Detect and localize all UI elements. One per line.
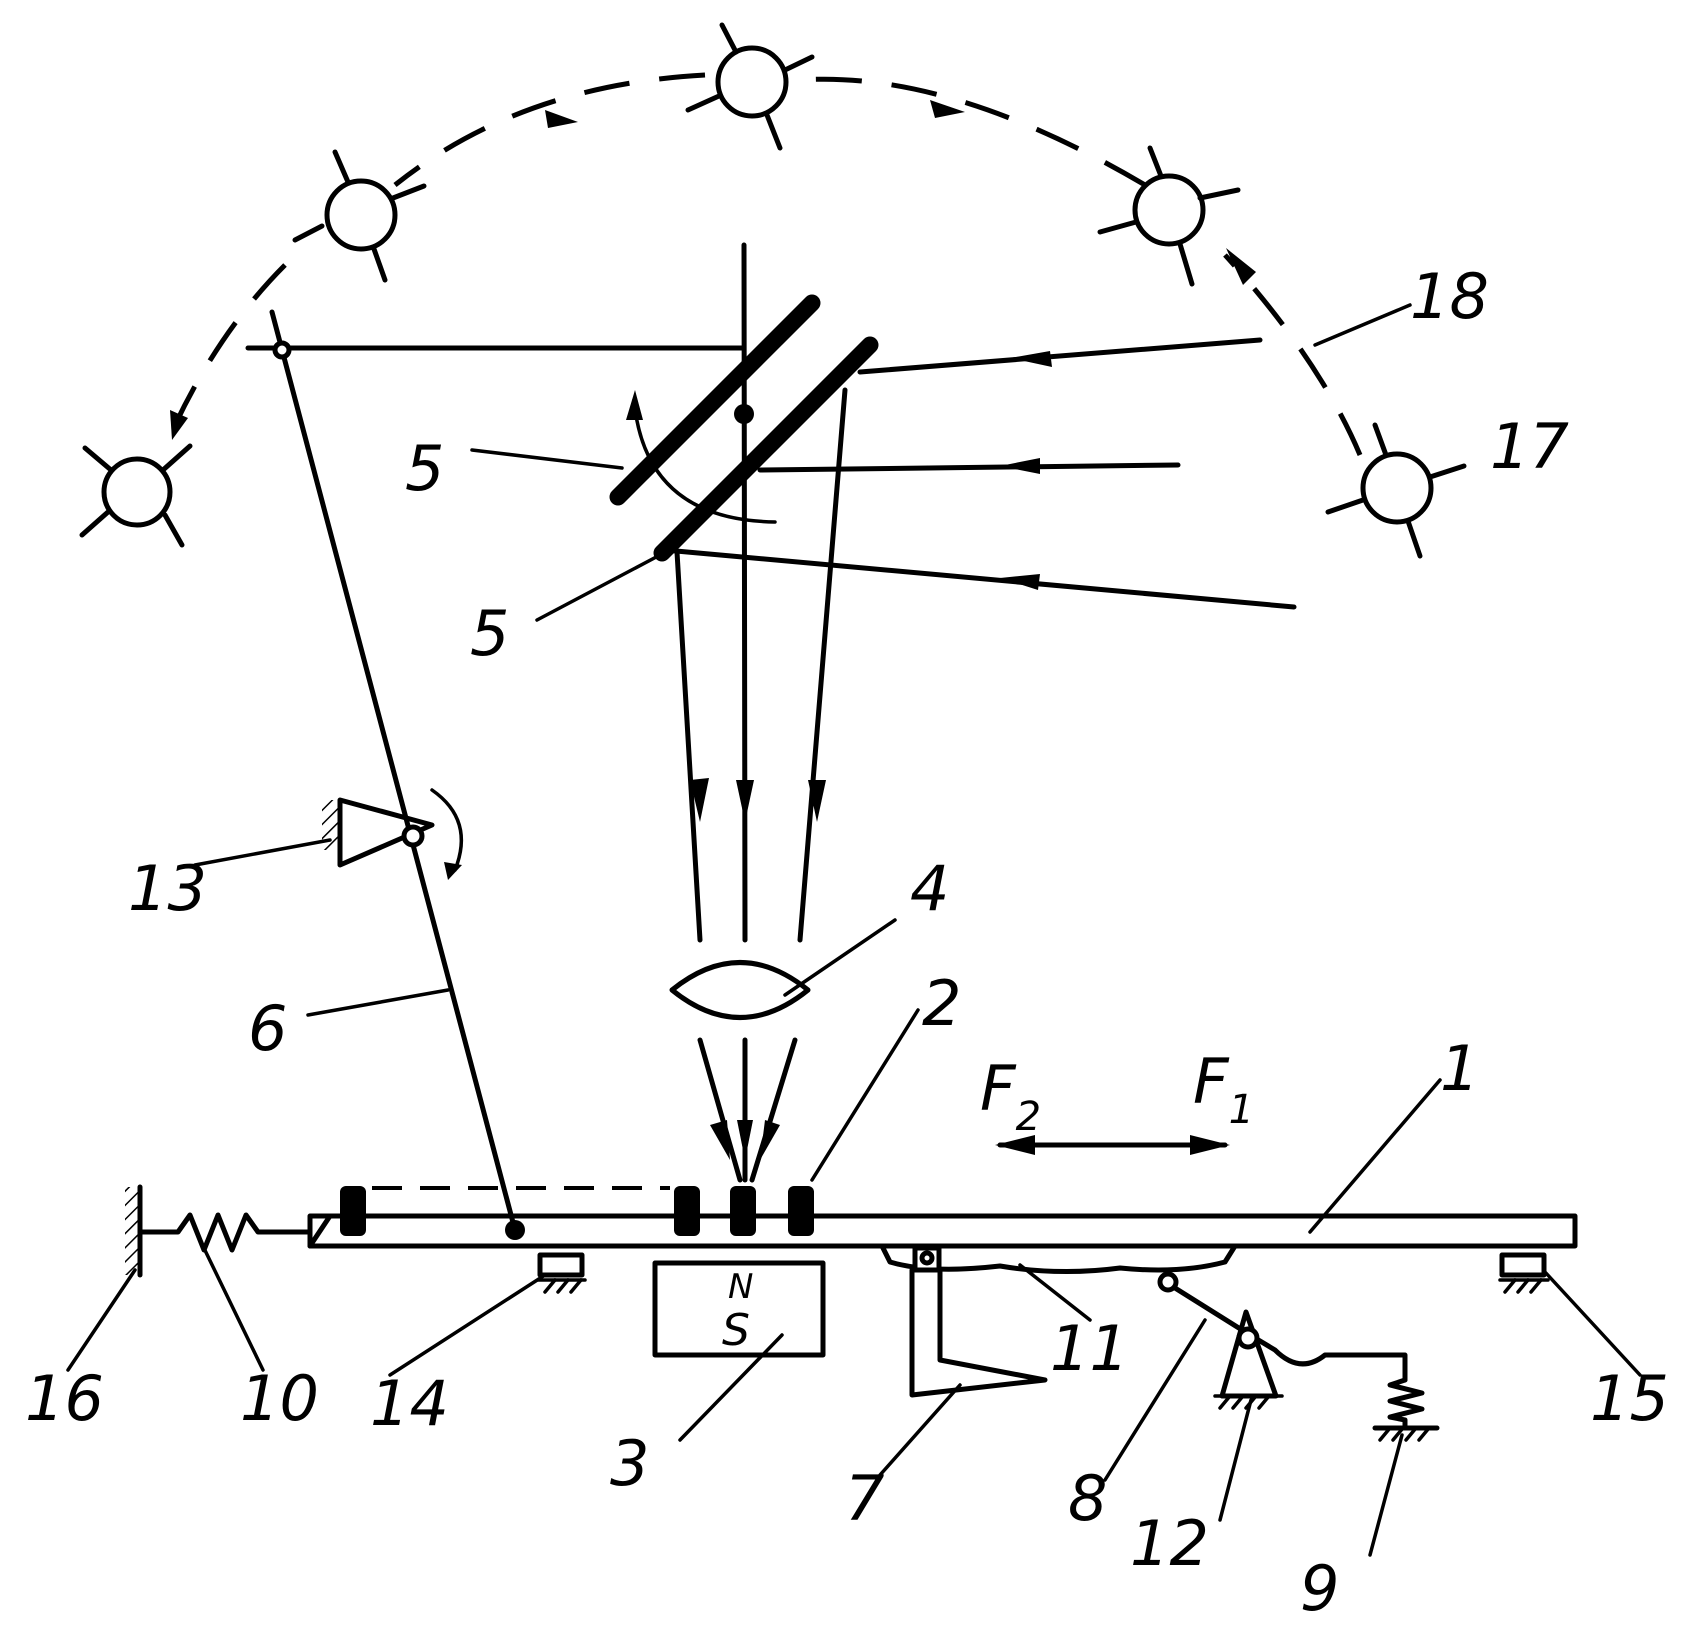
force-arrows [995,1135,1230,1155]
label-7: 7 [845,1462,884,1535]
return-spring [1372,1377,1440,1442]
svg-text:F2: F2 [980,1052,1041,1140]
svg-text:F1: F1 [1193,1045,1254,1133]
label-8: 8 [1068,1462,1107,1535]
spring [137,1212,313,1253]
label-1: 1 [1440,1032,1479,1105]
label-3: 3 [610,1427,649,1500]
label-4: 4 [910,852,949,925]
incoming-rays [662,337,1297,610]
label-9: 9 [1300,1552,1339,1625]
force-f1-letter: F [1193,1045,1230,1118]
link-rod [245,309,747,1240]
label-2: 2 [922,967,961,1040]
force-f2-letter: F [980,1052,1017,1125]
sun-icon-5 [1325,422,1467,559]
mirror-rear [653,336,879,562]
lever-pivot [1213,1309,1284,1410]
label-15: 15 [1590,1362,1669,1435]
moving-bar [307,1213,1578,1249]
label-10: 10 [240,1362,319,1435]
sun-icon-3 [685,22,815,151]
force-f1-subscript: 1 [1229,1087,1254,1133]
reflected-rays [674,242,848,943]
mirror-front [609,294,821,506]
sun-icon-2 [292,149,427,283]
label-6: 6 [248,992,287,1065]
label-16: 16 [25,1362,104,1435]
stop-left [536,1252,587,1294]
sun-icon-1 [79,443,193,548]
leader-lines [66,303,1642,1557]
absorber-elements [340,1186,814,1236]
lens [669,960,811,1020]
magnet-north-label: N [728,1267,753,1307]
force-f2-label: F2 [980,1052,1041,1140]
label-11: 11 [1050,1312,1129,1385]
force-f1-label: F1 [1193,1045,1254,1133]
sun-path [170,72,1363,456]
stop-right [1498,1252,1550,1294]
label-13: 13 [128,852,207,925]
label-5-lower: 5 [470,597,509,670]
label-17: 17 [1490,410,1569,483]
lever [1157,1271,1408,1383]
force-f2-subscript: 2 [1016,1094,1041,1140]
magnet: N S [652,1260,826,1358]
label-18: 18 [1410,260,1489,333]
label-5-upper: 5 [405,432,444,505]
sun-icon-4 [1097,145,1241,287]
label-14: 14 [370,1367,449,1440]
label-12: 12 [1130,1507,1209,1580]
magnet-south-label: S [722,1305,750,1356]
part-labels: 18 17 5 5 13 4 6 2 1 16 10 14 3 11 7 8 1… [25,260,1669,1625]
pawl-arm [909,1245,1048,1398]
focused-rays [697,1037,798,1183]
pawl-mount [322,788,464,880]
